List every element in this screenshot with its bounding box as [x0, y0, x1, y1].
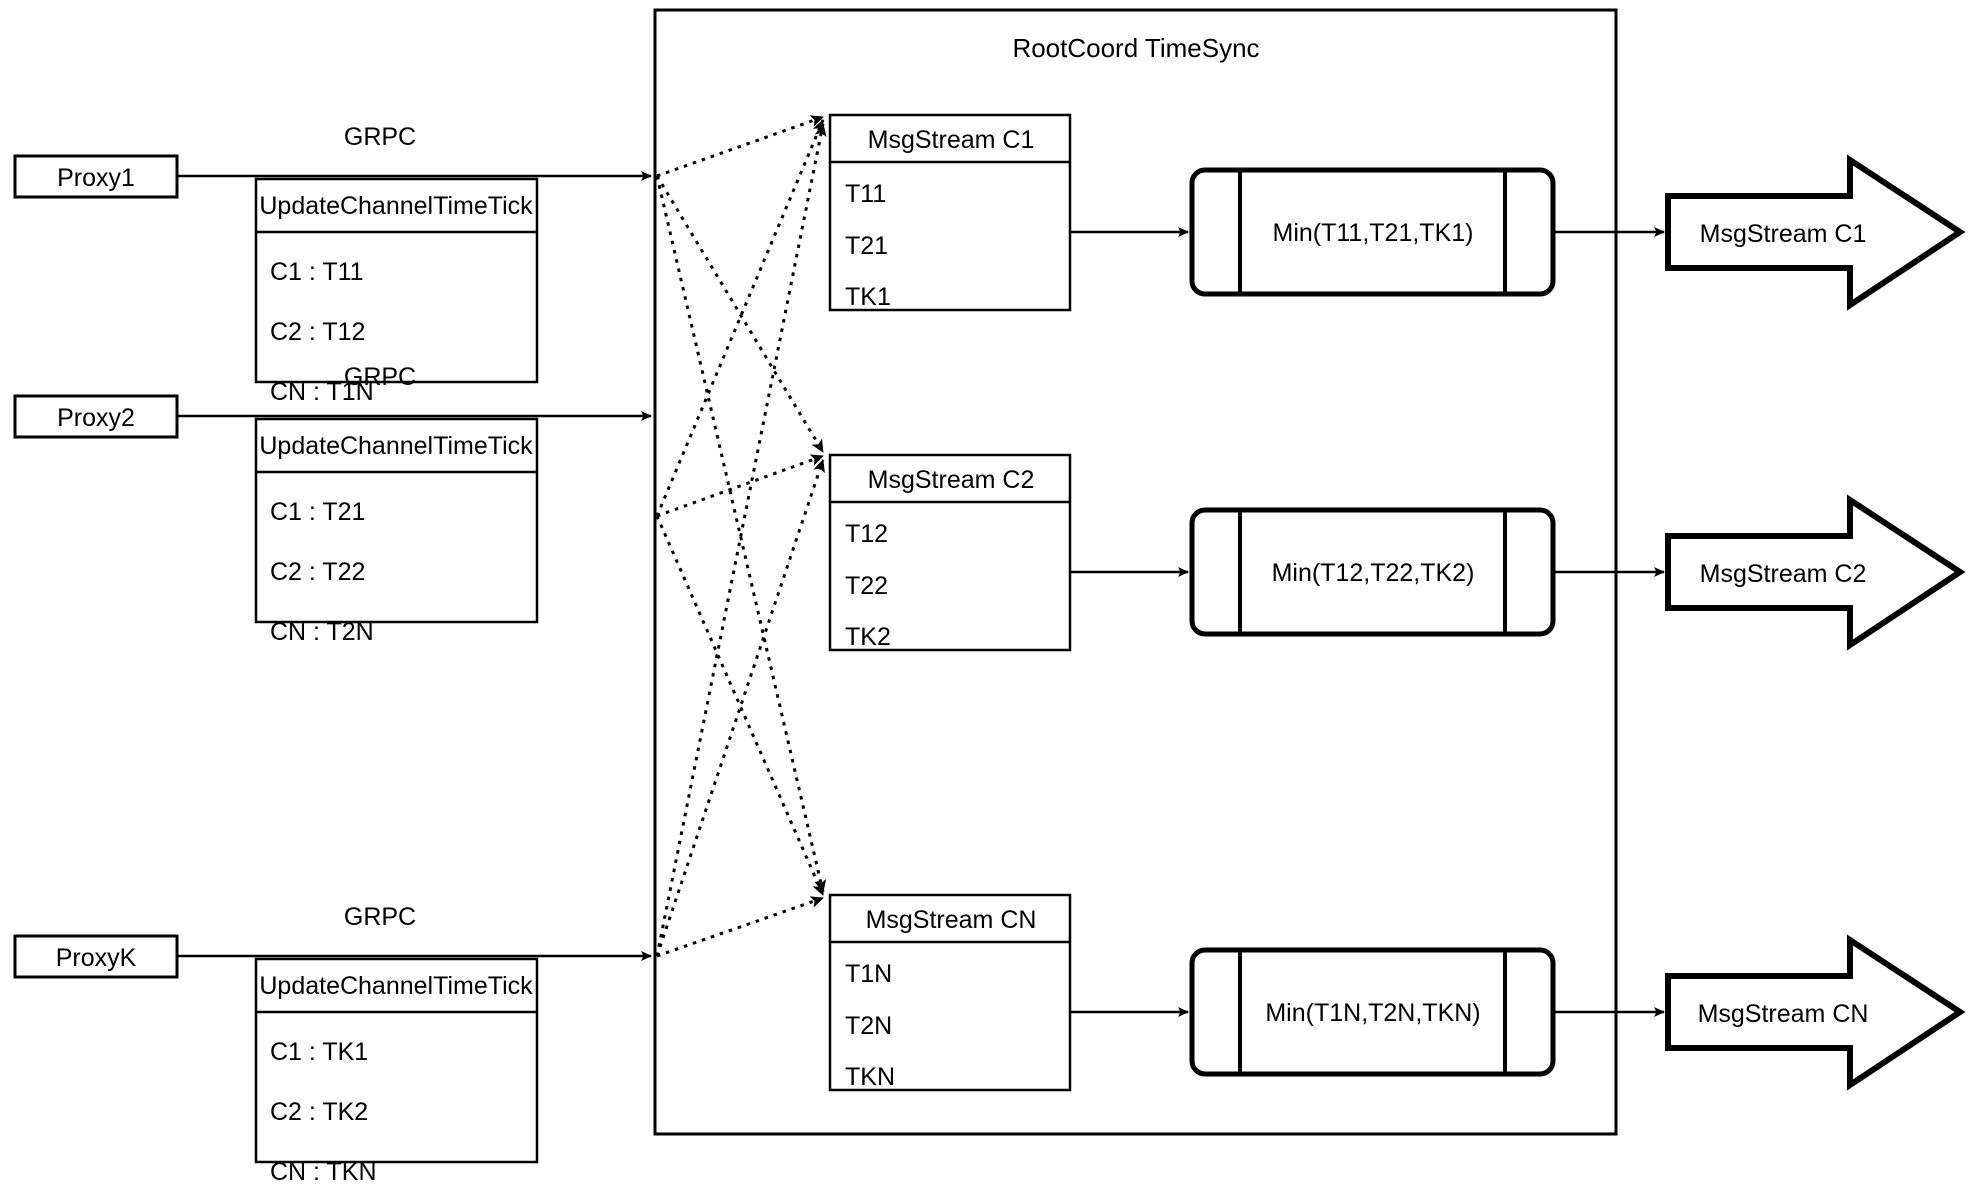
- dotted-edge-pk-cn: [656, 896, 824, 958]
- timetick-row-2-1: C2 : T22: [270, 558, 366, 586]
- timetick-row-2-2: CN : T2N: [270, 618, 374, 646]
- min-node-label-3: Min(T1N,T2N,TKN): [1265, 999, 1481, 1027]
- output-arrow-label-3: MsgStream CN: [1697, 1000, 1869, 1028]
- msgstream-row-2-0: T12: [845, 520, 889, 548]
- timetick-header-2: UpdateChannelTimeTick: [259, 432, 533, 460]
- proxy-label-3: ProxyK: [55, 944, 137, 972]
- rootcoord-title: RootCoord TimeSync: [1012, 33, 1260, 63]
- msgstream-row-3-2: TKN: [845, 1063, 895, 1091]
- timetick-table-3: [254, 957, 539, 1164]
- msgstream-row-3-0: T1N: [845, 960, 893, 988]
- timetick-header-1: UpdateChannelTimeTick: [259, 192, 533, 220]
- msgstream-row-1-1: T21: [845, 232, 889, 260]
- timetick-row-1-1: C2 : T12: [270, 318, 366, 346]
- dotted-edge-p1-c1: [656, 115, 824, 178]
- dotted-edge-pk-c2: [655, 459, 825, 957]
- output-block-arrow-2: [1665, 494, 1966, 651]
- proxy-label-2: Proxy2: [57, 404, 135, 432]
- dotted-edge-p2-cn: [655, 515, 825, 896]
- timetick-row-3-2: CN : TKN: [270, 1158, 377, 1186]
- timetick-row-3-1: C2 : TK2: [270, 1098, 369, 1126]
- min-node-label-2: Min(T12,T22,TK2): [1271, 559, 1475, 587]
- msgstream-header-1: MsgStream C1: [867, 126, 1035, 154]
- msgstream-row-2-1: T22: [845, 572, 889, 600]
- msgstream-box-3: [828, 893, 1072, 1092]
- timetick-row-3-0: C1 : TK1: [270, 1038, 369, 1066]
- output-block-arrow-3: [1665, 934, 1966, 1091]
- min-node-label-1: Min(T11,T21,TK1): [1272, 219, 1474, 247]
- msgstream-box-2: [828, 453, 1072, 652]
- proxy-box-3[interactable]: [13, 934, 179, 979]
- dotted-edge-p2-c2: [656, 454, 824, 518]
- timetick-row-2-0: C1 : T21: [270, 498, 366, 526]
- dotted-edge-p1-c2: [655, 175, 825, 453]
- msgstream-box-1: [828, 113, 1072, 312]
- output-block-arrow-1: [1665, 154, 1966, 311]
- msgstream-header-3: MsgStream CN: [865, 906, 1037, 934]
- msgstream-row-1-2: TK1: [845, 283, 891, 311]
- timetick-table-2: [254, 417, 539, 624]
- timetick-row-1-0: C1 : T11: [270, 258, 364, 286]
- msgstream-header-2: MsgStream C2: [867, 466, 1035, 494]
- grpc-label-2: GRPC: [343, 363, 417, 391]
- output-arrow-label-2: MsgStream C2: [1699, 560, 1867, 588]
- msgstream-row-1-0: T11: [845, 180, 887, 208]
- msgstream-row-3-1: T2N: [845, 1012, 893, 1040]
- proxy-label-1: Proxy1: [57, 164, 135, 192]
- dotted-edge-p2-c1: [655, 119, 825, 517]
- timetick-table-1: [254, 177, 539, 384]
- timetick-row-1-2: CN : T1N: [270, 378, 374, 406]
- output-arrow-label-1: MsgStream C1: [1699, 220, 1867, 248]
- msgstream-row-2-2: TK2: [845, 623, 891, 651]
- grpc-label-3: GRPC: [343, 903, 417, 931]
- proxy-box-1[interactable]: [13, 154, 179, 199]
- grpc-label-1: GRPC: [343, 123, 417, 151]
- timetick-header-3: UpdateChannelTimeTick: [259, 972, 533, 1000]
